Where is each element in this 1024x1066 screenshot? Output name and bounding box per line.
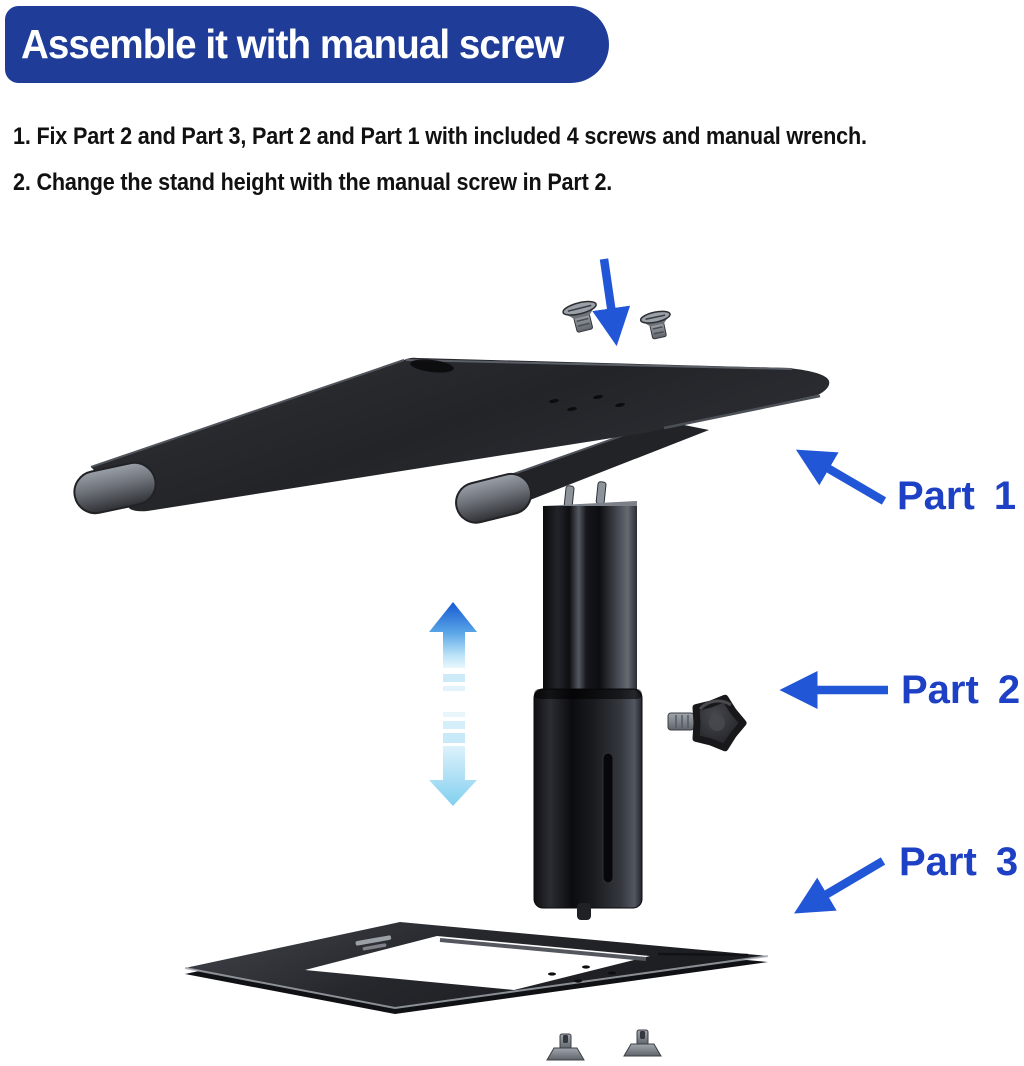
part3-pointer-arrow-icon (793, 857, 886, 914)
bottom-screw-icon (546, 1033, 585, 1061)
instruction-step-2: 2. Change the stand height with the manu… (13, 169, 613, 196)
platform-bend-shadow (410, 359, 454, 373)
part3-base-plate (184, 922, 769, 1061)
sleeve-adjustment-slot (602, 752, 614, 884)
part2-label: Part 2 (901, 668, 1021, 712)
column-bottom-stud (577, 903, 591, 920)
height-up-arrow-icon (429, 602, 477, 691)
part1-platform (73, 357, 830, 524)
bottom-screw-icon (623, 1029, 662, 1057)
column-top-stud (595, 481, 607, 505)
inner-column (543, 506, 637, 702)
right-arm-lip (455, 472, 533, 524)
base-plate-slot (657, 952, 749, 957)
platform-body (91, 357, 830, 512)
cutout-inner-wall (439, 938, 647, 961)
base-plate-screw-holes (548, 965, 616, 983)
part3-label: Part 3 (899, 840, 1019, 884)
thumb-screw-knob-icon (667, 694, 747, 752)
left-arm-lip (73, 461, 157, 515)
height-down-arrow-icon (429, 712, 477, 806)
page-title: Assemble it with manual screw (21, 21, 564, 67)
brand-logo (355, 935, 392, 951)
part1-pointer-arrow-icon (795, 449, 887, 505)
top-screw-icon (639, 310, 671, 340)
platform-screw-holes (549, 395, 625, 411)
instruction-list: 1. Fix Part 2 and Part 3, Part 2 and Par… (13, 114, 867, 206)
base-plate-rim-highlight (184, 955, 769, 1010)
header-banner: Assemble it with manual screw (5, 6, 609, 83)
top-screw-icon (562, 300, 597, 333)
column-sleeve (533, 688, 643, 909)
part1-label: Part 1 (897, 474, 1017, 518)
instruction-step-1: 1. Fix Part 2 and Part 3, Part 2 and Par… (13, 123, 867, 150)
part2-column (533, 481, 747, 920)
insert-screws-arrow-icon (592, 258, 631, 347)
sleeve-top-shadow (534, 689, 642, 699)
